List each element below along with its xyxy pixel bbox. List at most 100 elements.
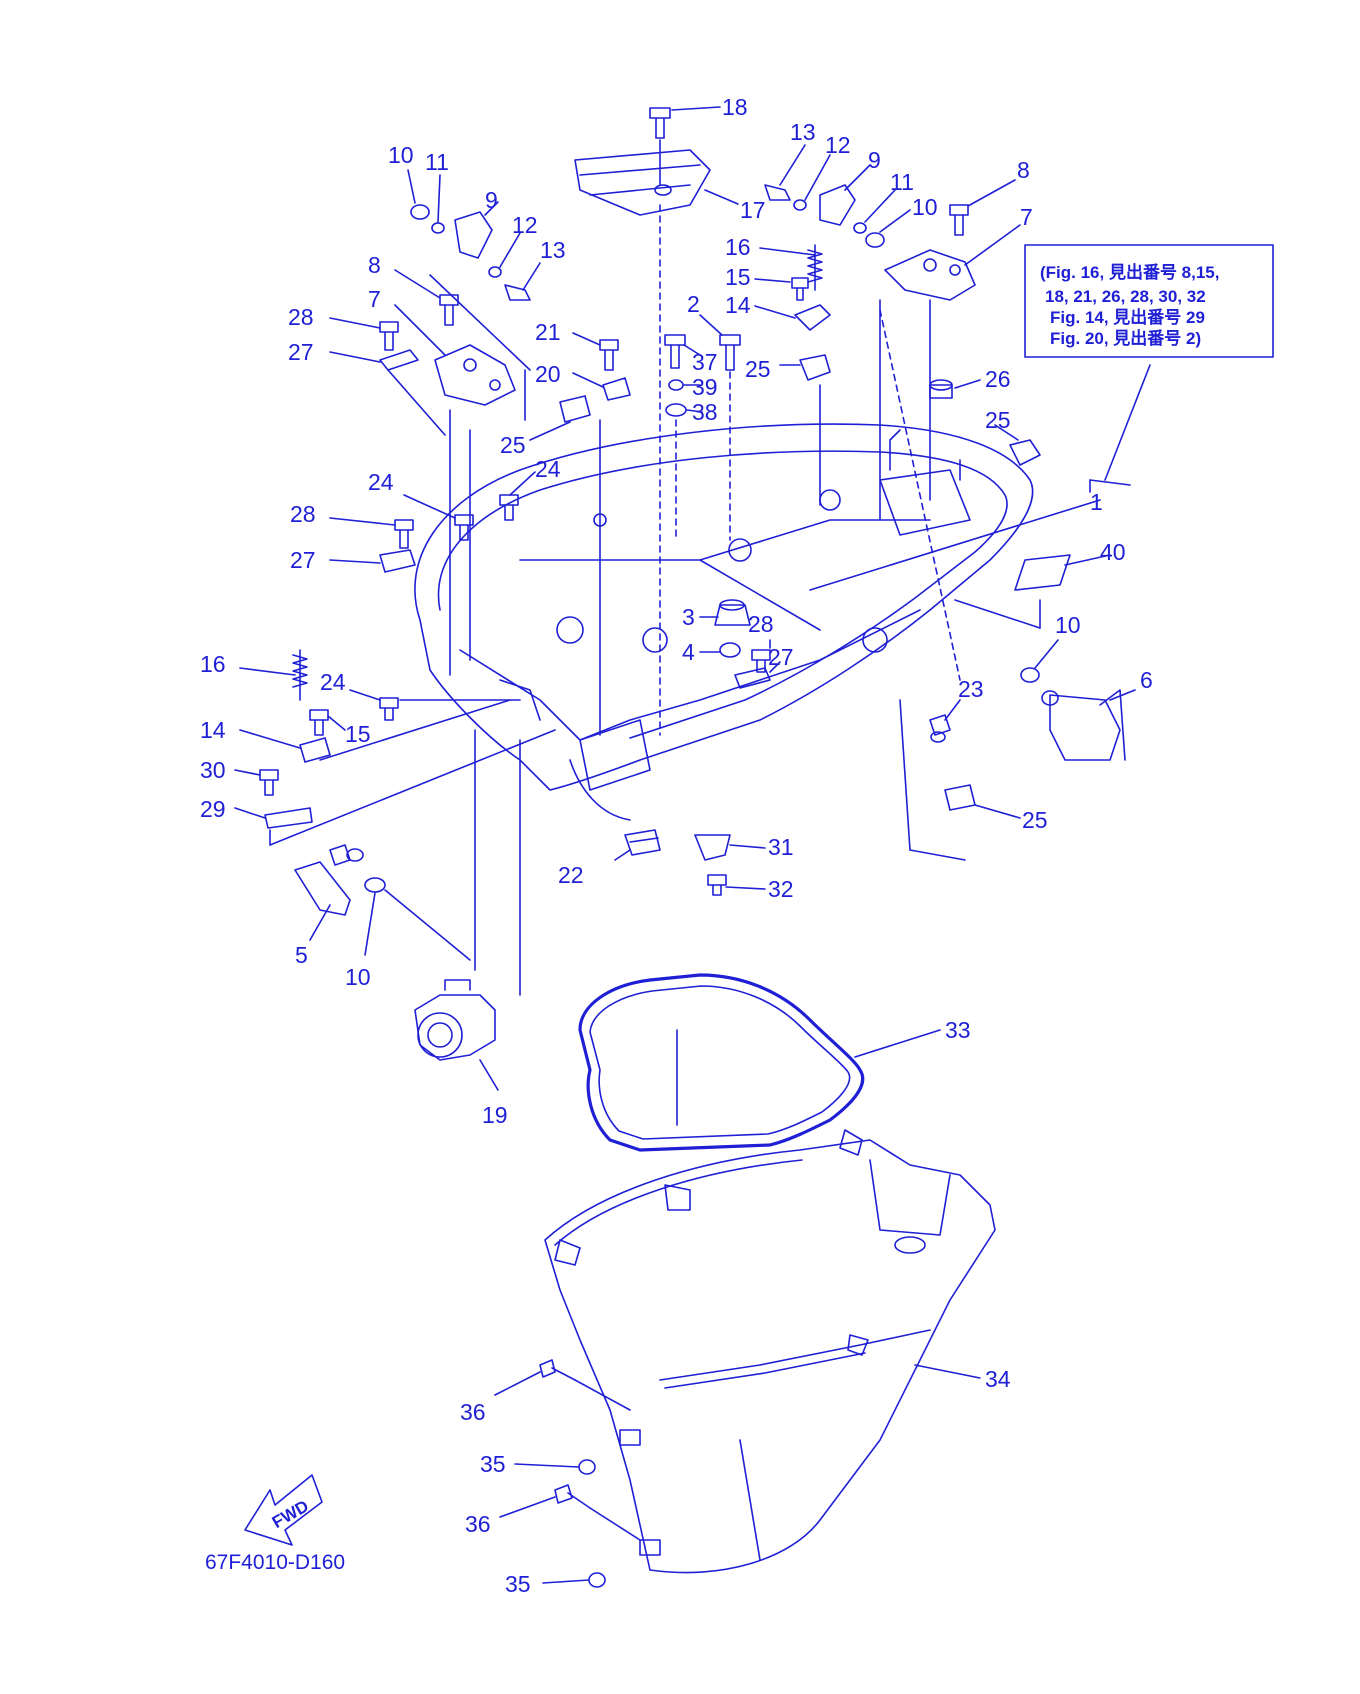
note-line-3: Fig. 14, 見出番号 29 — [1050, 307, 1205, 327]
callout-20: 20 — [535, 361, 561, 387]
diagram-code: 67F4010-D160 — [205, 1551, 345, 1574]
callout-27: 27 — [768, 644, 794, 670]
spacer-11-left — [431, 222, 445, 234]
callout-7: 7 — [1020, 204, 1033, 230]
callout-11: 11 — [425, 149, 449, 175]
bracket-29 — [264, 807, 313, 829]
callout-30: 30 — [200, 757, 226, 783]
callout-37: 37 — [692, 349, 718, 375]
callout-18: 18 — [722, 94, 748, 120]
callout-26: 26 — [985, 366, 1011, 392]
screw-28-center — [751, 649, 771, 673]
clip-25-d — [944, 784, 976, 811]
callout-19: 19 — [482, 1102, 508, 1128]
washer-12-left — [488, 266, 502, 278]
callout-8: 8 — [1017, 157, 1030, 183]
clip-27-center — [734, 667, 771, 689]
callout-35: 35 — [505, 1571, 531, 1597]
callout-14: 14 — [200, 717, 226, 743]
collar-39 — [668, 379, 684, 391]
callout-28: 28 — [290, 501, 316, 527]
callout-8: 8 — [368, 252, 381, 278]
lever-6 — [1041, 689, 1126, 761]
note-box: (Fig. 16, 見出番号 8,15, 18, 21, 26, 28, 30,… — [1024, 244, 1274, 358]
grommet-38 — [665, 403, 687, 417]
grommet-10-right — [1020, 667, 1040, 683]
screw-15-left — [309, 709, 329, 736]
hook-7-right — [884, 249, 976, 301]
callout-16: 16 — [725, 234, 751, 260]
callout-15: 15 — [725, 264, 751, 290]
fwd-arrow-icon: FWD — [244, 1474, 323, 1546]
callout-35: 35 — [480, 1451, 506, 1477]
callout-10: 10 — [912, 194, 938, 220]
note-line-2: 18, 21, 26, 28, 30, 32 — [1045, 287, 1206, 306]
callout-24: 24 — [535, 456, 561, 482]
grommet-22 — [624, 829, 661, 856]
bolt-2 — [719, 334, 741, 371]
callout-34: 34 — [985, 1366, 1011, 1392]
spring-16-right — [807, 244, 823, 291]
callout-39: 39 — [692, 374, 718, 400]
spring-16-left — [292, 649, 308, 701]
callout-25: 25 — [500, 432, 526, 458]
callout-2: 2 — [687, 291, 700, 317]
screw-15-right — [791, 277, 809, 301]
callout-12: 12 — [512, 212, 538, 238]
callout-12: 12 — [825, 132, 851, 158]
callout-10: 10 — [388, 142, 414, 168]
screw-24-left-b — [499, 494, 519, 521]
callout-14: 14 — [725, 292, 751, 318]
washer-12-right — [793, 199, 807, 211]
callout-21: 21 — [535, 319, 561, 345]
collar-4 — [719, 642, 741, 658]
screw-23 — [929, 714, 951, 743]
callout-11: 11 — [890, 169, 914, 195]
callout-31: 31 — [768, 834, 794, 860]
callout-13: 13 — [790, 119, 816, 145]
clip-31 — [694, 834, 731, 861]
callout-23: 23 — [958, 676, 984, 702]
bolt-13-left — [504, 284, 531, 301]
callout-36: 36 — [465, 1511, 491, 1537]
lever-5 — [294, 844, 364, 916]
screw-21 — [599, 339, 619, 371]
callout-3: 3 — [682, 604, 695, 630]
callout-24: 24 — [368, 469, 394, 495]
callout-25: 25 — [985, 407, 1011, 433]
bracket-9-right — [819, 184, 856, 226]
cap-26 — [929, 379, 953, 399]
callout-16: 16 — [200, 651, 226, 677]
callout-28: 28 — [288, 304, 314, 330]
callout-6: 6 — [1140, 667, 1153, 693]
callout-36: 36 — [460, 1399, 486, 1425]
callout-10: 10 — [345, 964, 371, 990]
callout-labels: 18 17 13 12 9 11 10 8 7 16 15 14 26 25 1… — [200, 94, 1153, 1597]
callout-28: 28 — [748, 611, 774, 637]
bolt-36-a — [539, 1359, 576, 1381]
bracket-17 — [574, 149, 711, 216]
callout-4: 4 — [682, 639, 695, 665]
callout-1: 1 — [1090, 489, 1103, 515]
screw-28-upper-left — [379, 321, 399, 351]
clip-25-b — [799, 354, 831, 381]
bottom-cowling-outline — [414, 423, 1034, 821]
screw-28-mid-left — [394, 519, 414, 549]
callout-24: 24 — [320, 669, 346, 695]
callout-22: 22 — [558, 862, 584, 888]
callout-9: 9 — [868, 147, 881, 173]
callout-13: 13 — [540, 237, 566, 263]
note-line-1: (Fig. 16, 見出番号 8,15, — [1040, 262, 1220, 282]
bolt-13-right — [764, 184, 791, 201]
decal-40 — [1014, 554, 1071, 591]
callout-7: 7 — [368, 286, 381, 312]
callout-29: 29 — [200, 796, 226, 822]
callout-10: 10 — [1055, 612, 1081, 638]
lower-cover-34 — [544, 1129, 996, 1574]
callout-17: 17 — [740, 197, 766, 223]
bolt-8-right — [949, 204, 969, 236]
callout-25: 25 — [1022, 807, 1048, 833]
callout-40: 40 — [1100, 539, 1126, 565]
bolt-37 — [664, 334, 686, 369]
